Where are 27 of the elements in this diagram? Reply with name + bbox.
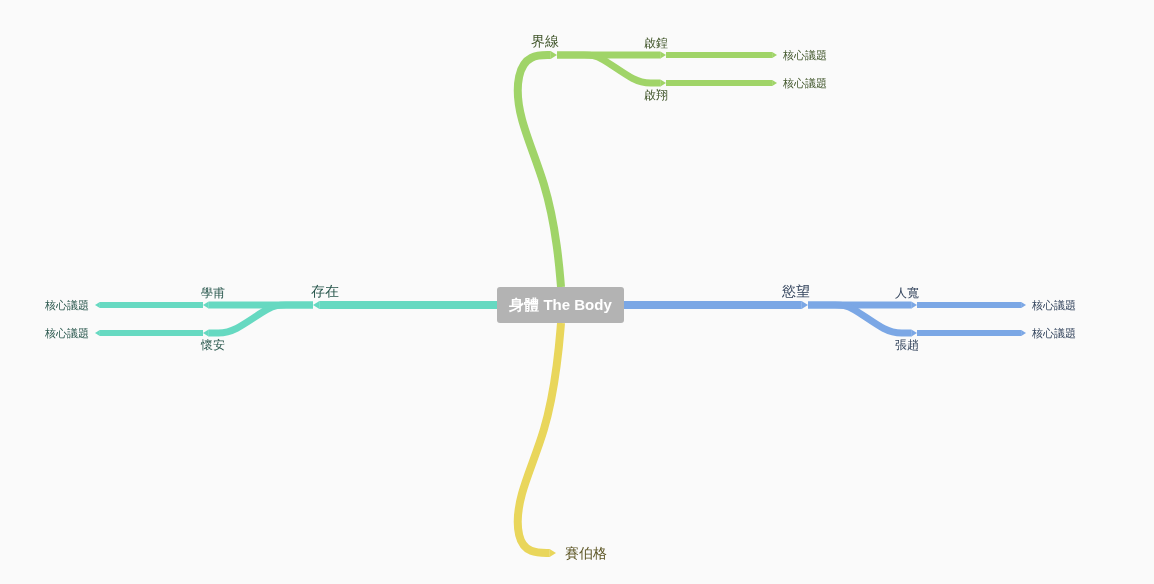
leaf-topic-label: 核心議題 [1032, 298, 1076, 312]
branch-connector [313, 301, 497, 309]
branch-connector [917, 330, 1026, 336]
branch-connector [95, 330, 203, 336]
main-topic-label: 界線 [531, 32, 559, 50]
subtopic-label: 懷安 [201, 337, 225, 353]
subtopic-label: 人寬 [895, 285, 919, 301]
branch-connector [917, 302, 1026, 308]
branch-connector [95, 302, 203, 308]
branch-connector [666, 80, 777, 86]
main-topic-label: 存在 [311, 282, 339, 300]
subtopic-label: 啟翔 [644, 87, 668, 103]
main-topic-label: 賽伯格 [565, 544, 607, 562]
leaf-topic-label: 核心議題 [1032, 326, 1076, 340]
leaf-topic-label: 核心議題 [783, 76, 827, 90]
leaf-topic-label: 核心議題 [45, 326, 89, 340]
branch-connector [666, 52, 777, 58]
subtopic-label: 學甫 [201, 285, 225, 301]
central-topic-box: 身體 The Body [497, 287, 624, 323]
subtopic-label: 張趙 [895, 337, 919, 353]
main-topic-label: 慾望 [782, 282, 810, 300]
branch-connector [513, 51, 565, 288]
leaf-topic-label: 核心議題 [45, 298, 89, 312]
branch-connector [624, 301, 808, 309]
leaf-topic-label: 核心議題 [783, 48, 827, 62]
branch-connector [513, 322, 565, 557]
subtopic-label: 啟鍠 [644, 35, 668, 51]
